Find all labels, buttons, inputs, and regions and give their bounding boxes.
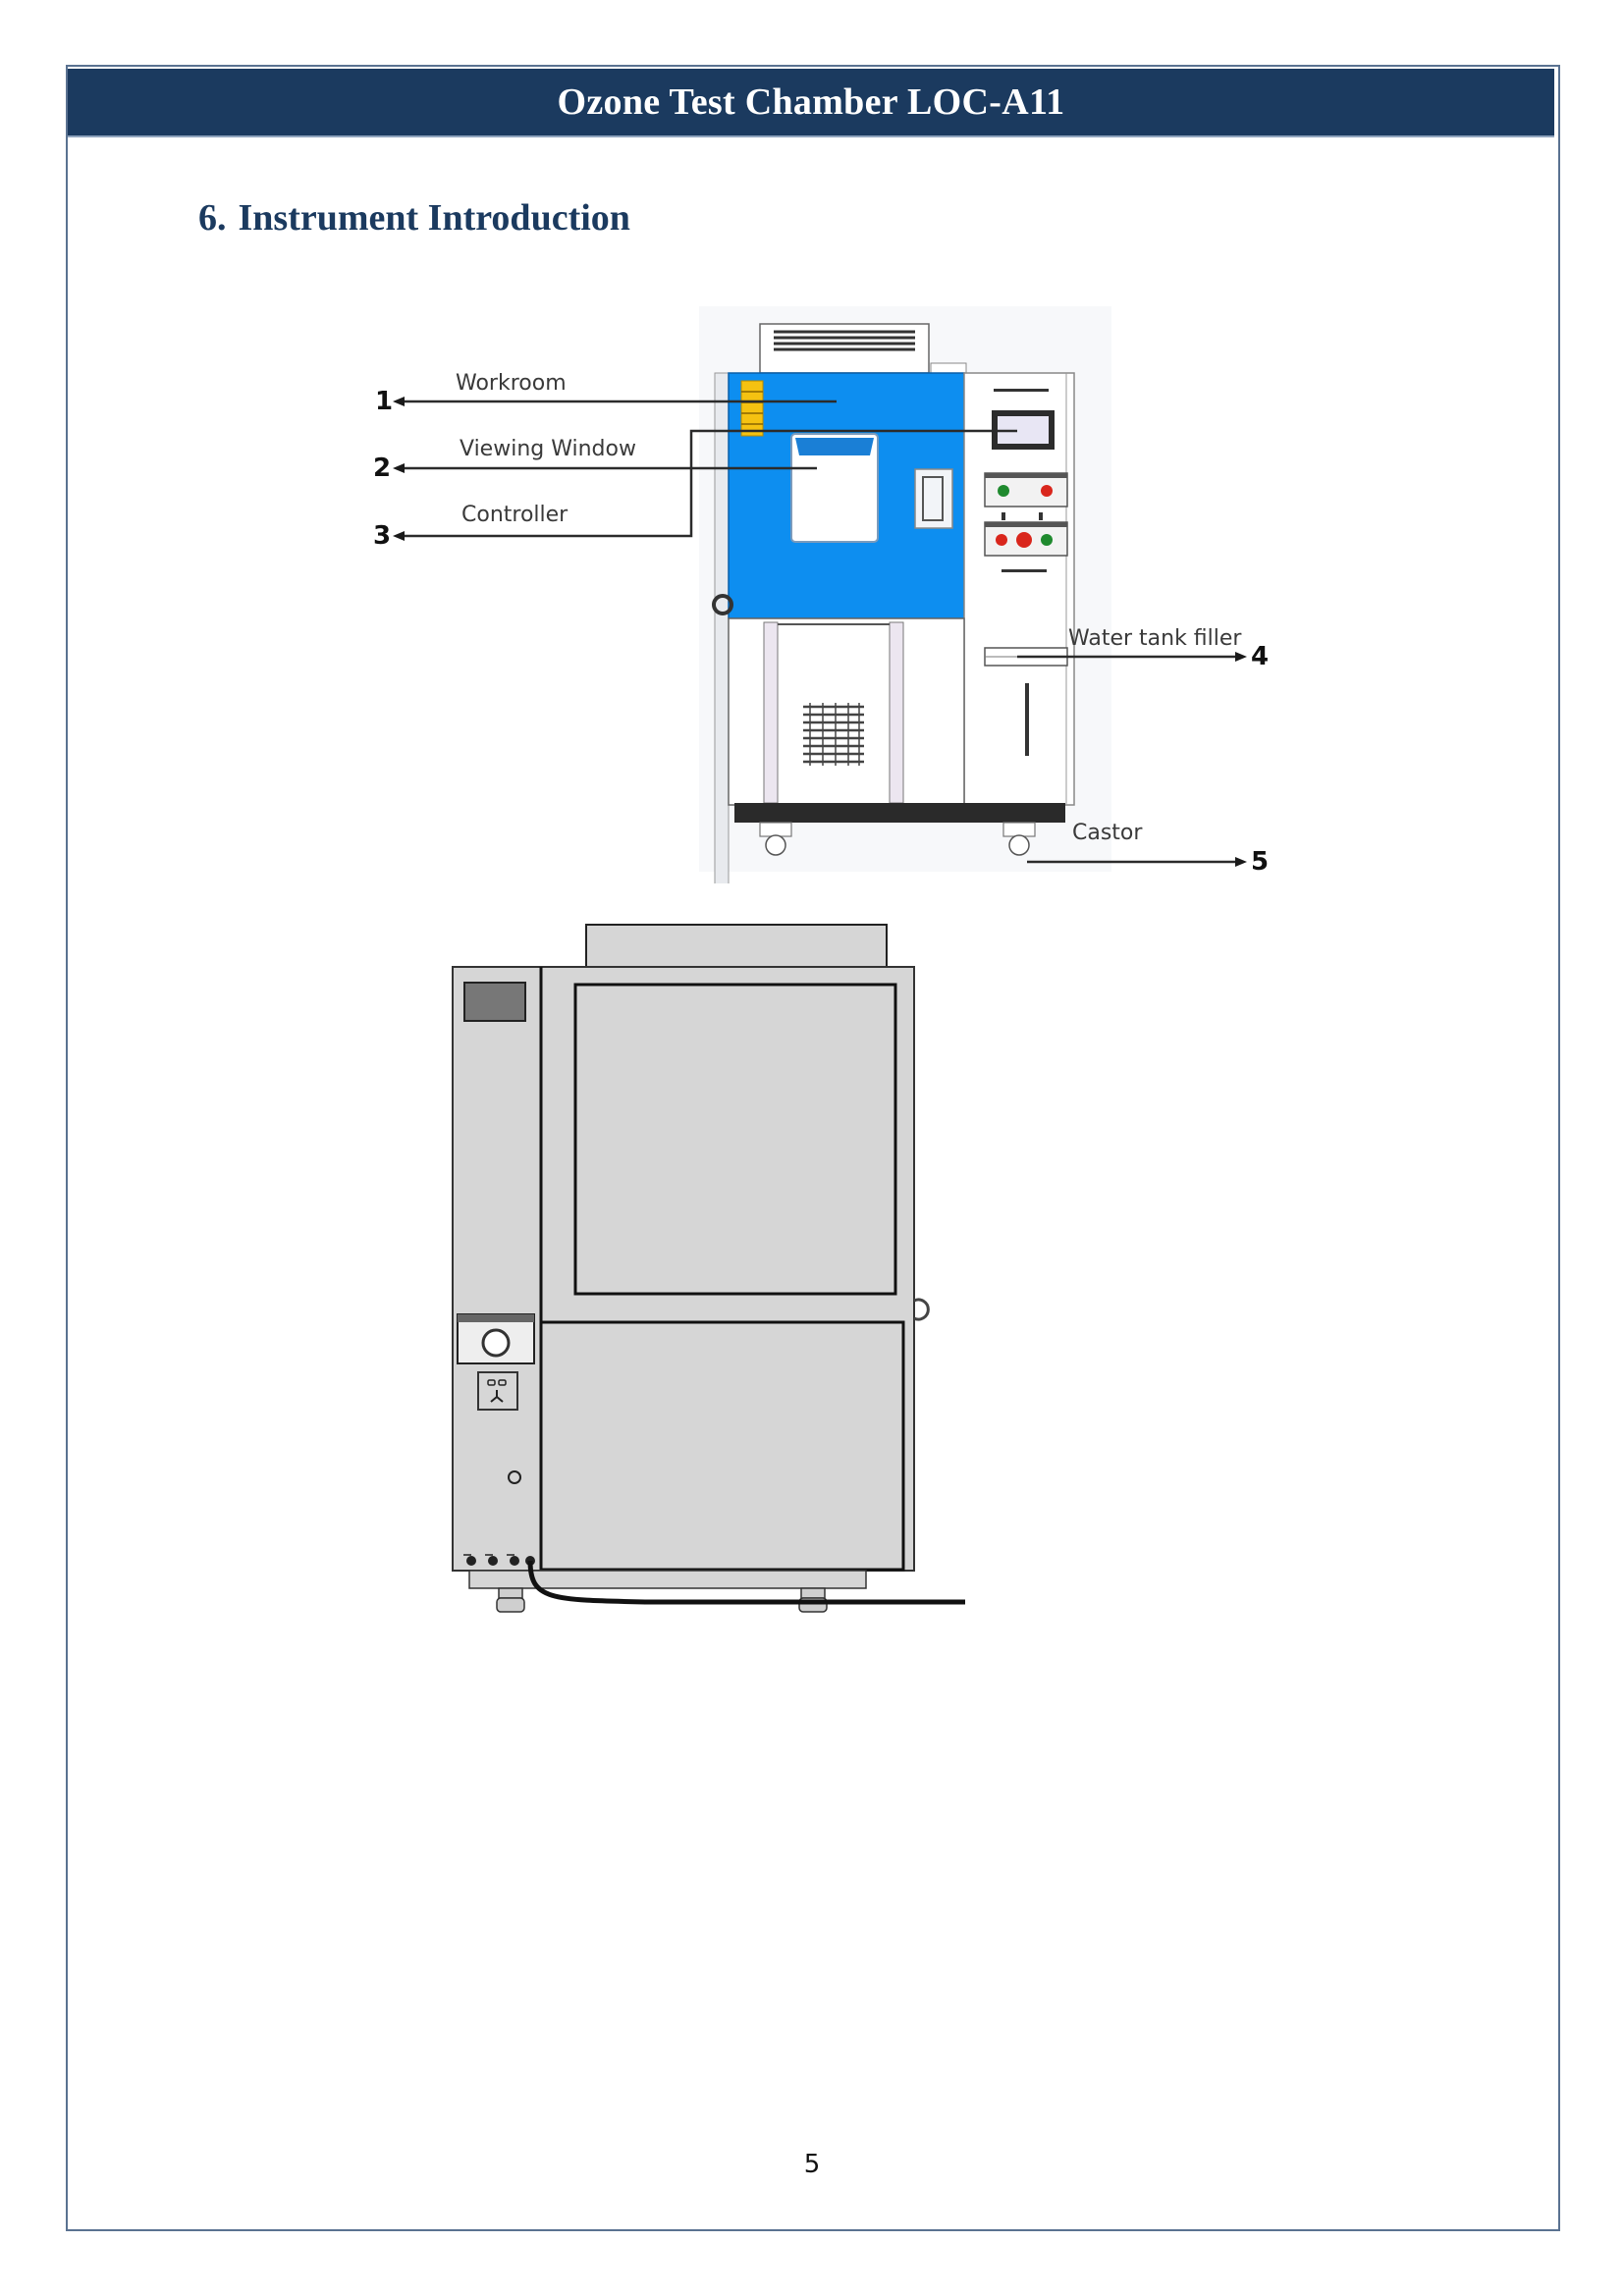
section-number: 6. — [198, 197, 227, 239]
callout-label-castor: Castor — [1072, 821, 1143, 845]
page-border — [66, 65, 1560, 2231]
page-number: 5 — [803, 2150, 821, 2179]
side-view-figure — [432, 913, 982, 1629]
callout-number-4: 4 — [1251, 642, 1270, 671]
callout-number-5: 5 — [1251, 847, 1270, 877]
document-title: Ozone Test Chamber LOC-A11 — [557, 81, 1065, 123]
callout-label-controller: Controller — [461, 503, 568, 527]
callout-number-3: 3 — [373, 521, 392, 551]
callout-label-workroom: Workroom — [456, 371, 567, 396]
callout-number-2: 2 — [373, 454, 392, 483]
document-header: Ozone Test Chamber LOC-A11 — [68, 69, 1554, 137]
callout-number-1: 1 — [375, 387, 394, 416]
section-title: Instrument Introduction — [238, 197, 630, 239]
chamber-front-diagram — [393, 306, 1247, 904]
chamber-side-diagram — [452, 924, 965, 1613]
callout-label-water-tank-filler: Water tank filler — [1068, 626, 1242, 651]
section-heading: 6. Instrument Introduction — [198, 196, 630, 240]
callout-label-viewing-window: Viewing Window — [460, 437, 636, 461]
front-view-figure: 1 Workroom 2 Viewing Window 3 Controller… — [353, 294, 1384, 904]
